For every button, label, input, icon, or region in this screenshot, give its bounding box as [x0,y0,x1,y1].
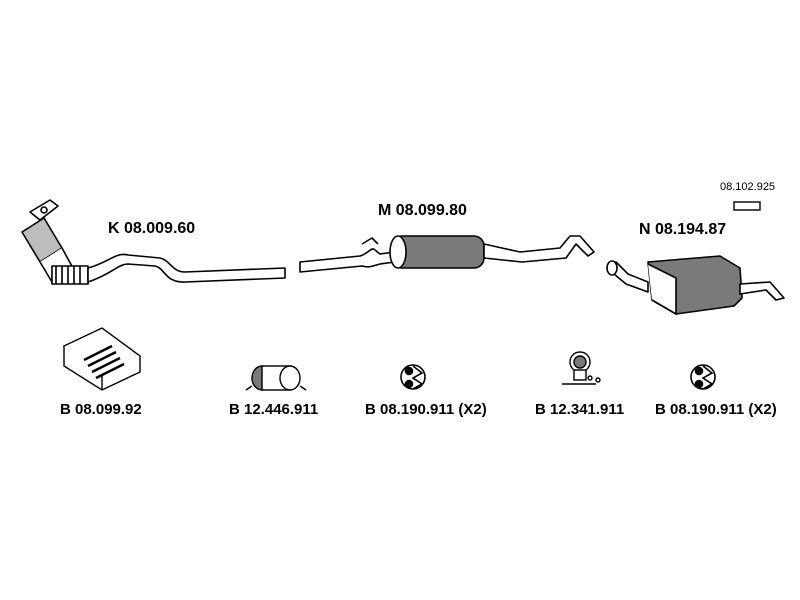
fitting-label-2: B 12.446.911 [229,401,319,418]
fitting-label-1: B 08.099.92 [60,401,142,418]
fitting-kit-box [62,327,142,391]
part-label-middle-silencer: M 08.099.80 [378,202,467,219]
fitting-label-4: B 12.341.911 [535,401,625,418]
bracket-part [733,201,761,211]
part-label-bracket: 08.102.925 [720,181,776,193]
clamp-fitting-2 [562,351,601,385]
middle-silencer [299,235,595,273]
fitting-label-5: B 08.190.911 (X2) [655,401,777,418]
front-pipe-catalyst [21,199,286,285]
rubber-mount-2 [690,364,716,390]
fitting-label-3: B 08.190.911 (X2) [365,401,487,418]
rubber-mount-1 [400,364,426,390]
clamp-fitting-1 [245,365,307,391]
part-label-front-pipe: K 08.009.60 [108,220,196,237]
part-label-rear-silencer: N 08.194.87 [639,221,727,238]
rear-silencer [606,255,785,315]
